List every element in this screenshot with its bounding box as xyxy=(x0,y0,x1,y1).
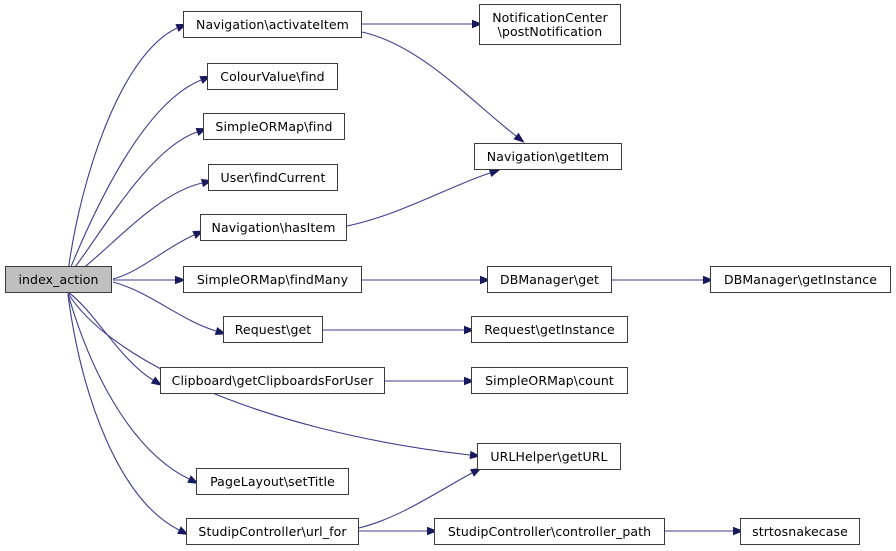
node-studip_ctrl_path[interactable]: StudipController\controller_path xyxy=(434,518,665,545)
node-orm_findmany[interactable]: SimpleORMap\findMany xyxy=(183,266,362,293)
node-notification_post[interactable]: NotificationCenter \postNotification xyxy=(479,4,621,45)
edge-index_action-to-colour_find xyxy=(67,79,202,275)
edge-index_action-to-studip_url_for xyxy=(67,294,180,531)
arrowhead-dbmanager_get-to-dbmanager_getinst xyxy=(703,275,714,285)
node-nav_getitem[interactable]: Navigation\getItem xyxy=(474,143,622,170)
edge-index_action-to-clipboard_foruser xyxy=(67,291,154,381)
node-urlhelper_geturl[interactable]: URLHelper\getURL xyxy=(477,443,621,470)
node-dbmanager_getinst[interactable]: DBManager\getInstance xyxy=(710,266,891,293)
node-nav_hasitem[interactable]: Navigation\hasItem xyxy=(200,214,347,241)
node-studip_url_for[interactable]: StudipController\url_for xyxy=(186,518,359,545)
node-orm_count[interactable]: SimpleORMap\count xyxy=(471,367,628,394)
node-nav_activate[interactable]: Navigation\activateItem xyxy=(183,11,362,38)
node-orm_find[interactable]: SimpleORMap\find xyxy=(203,113,345,140)
arrowhead-nav_activate-to-notification_post xyxy=(472,19,483,29)
arrowhead-orm_findmany-to-dbmanager_get xyxy=(480,275,491,285)
node-pagelayout_settitle[interactable]: PageLayout\setTitle xyxy=(196,468,349,495)
edge-studip_url_for-to-urlhelper_geturl xyxy=(358,472,473,529)
edge-index_action-to-user_findcurrent xyxy=(67,182,203,279)
node-clipboard_foruser[interactable]: Clipboard\getClipboardsForUser xyxy=(160,367,385,394)
node-index_action[interactable]: index_action xyxy=(5,266,112,293)
edge-index_action-to-request_get xyxy=(112,281,217,332)
arrowhead-nav_activate-to-nav_getitem xyxy=(513,132,525,143)
arrowhead-studip_url_for-to-urlhelper_geturl xyxy=(470,467,482,477)
edge-index_action-to-orm_find xyxy=(67,131,198,277)
arrowhead-index_action-to-clipboard_foruser xyxy=(150,376,163,386)
node-dbmanager_get[interactable]: DBManager\get xyxy=(487,266,612,293)
arrowhead-nav_hasitem-to-nav_getitem xyxy=(488,169,501,177)
edge-index_action-to-nav_hasitem xyxy=(112,234,195,280)
edge-index_action-to-nav_activate xyxy=(67,27,178,273)
arrowhead-clipboard_foruser-to-orm_count xyxy=(464,376,475,386)
node-colour_find[interactable]: ColourValue\find xyxy=(207,63,338,90)
node-strtosnakecase[interactable]: strtosnakecase xyxy=(740,518,860,545)
node-request_get[interactable]: Request\get xyxy=(223,316,323,343)
node-request_getinstance[interactable]: Request\getInstance xyxy=(471,316,628,343)
arrowhead-index_action-to-pagelayout_settitle xyxy=(187,475,199,484)
arrowhead-index_action-to-urlhelper_geturl xyxy=(469,450,481,460)
arrowhead-index_action-to-orm_findmany xyxy=(175,275,186,285)
node-user_findcurrent[interactable]: User\findCurrent xyxy=(208,164,338,191)
arrowhead-request_get-to-request_getinstance xyxy=(464,325,475,335)
arrowhead-studip_ctrl_path-to-strtosnakecase xyxy=(733,526,744,536)
edge-nav_hasitem-to-nav_getitem xyxy=(346,172,491,227)
arrowhead-studip_url_for-to-studip_ctrl_path xyxy=(427,526,438,536)
edge-index_action-to-pagelayout_settitle xyxy=(67,293,190,480)
arrowhead-index_action-to-studip_url_for xyxy=(177,526,189,535)
edge-nav_activate-to-nav_getitem xyxy=(361,31,517,137)
